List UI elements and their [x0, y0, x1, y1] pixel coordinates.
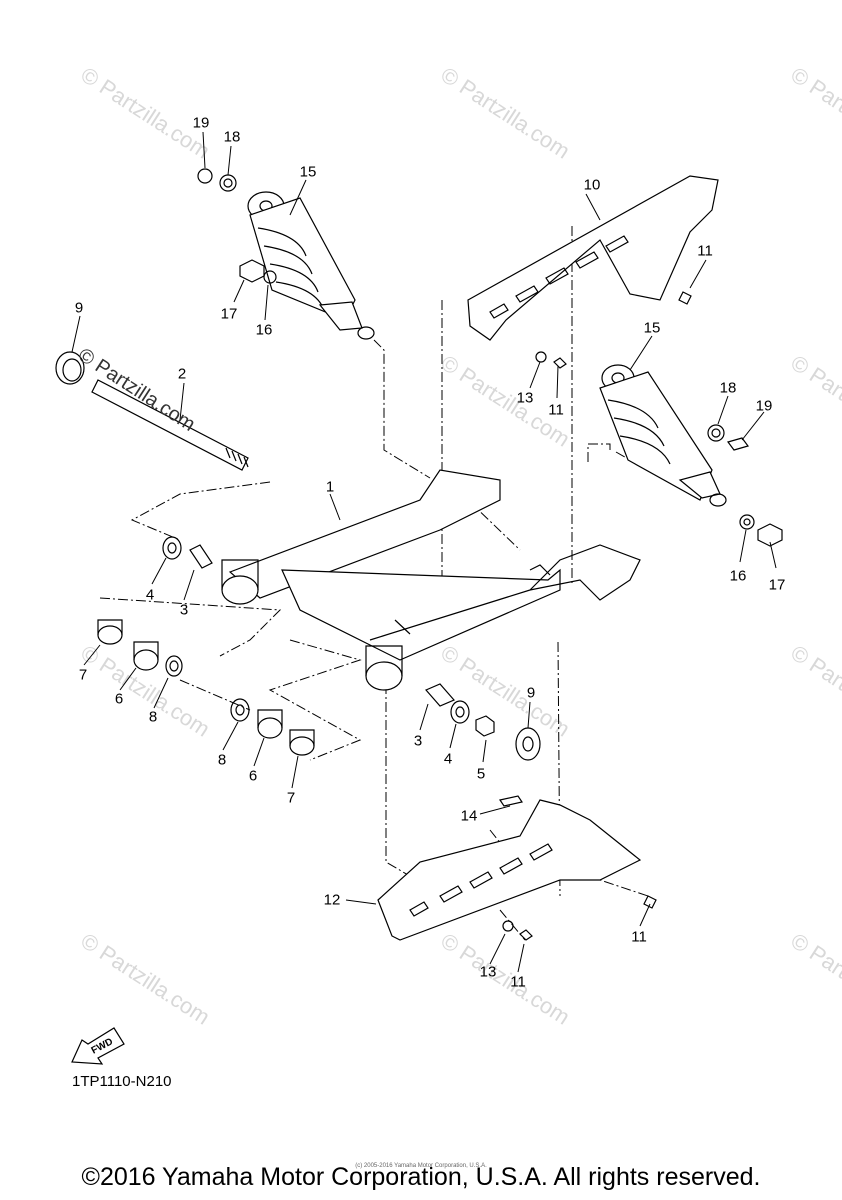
tiny-copyright: (c) 2005-2016 Yamaha Motor Corporation, … — [355, 1163, 487, 1169]
callout-label: 15 — [299, 163, 317, 181]
callout-label: 12 — [323, 891, 341, 909]
leader-lines — [71, 131, 777, 973]
callout-label: 19 — [755, 397, 773, 415]
callout-label: 13 — [479, 963, 497, 981]
fwd-arrow-icon: FWD — [71, 1027, 125, 1065]
callout-label: 4 — [443, 750, 453, 768]
callout-label: 17 — [220, 305, 238, 323]
diagram-code: 1TP1110-N210 — [72, 1073, 172, 1090]
chain-case-lower — [377, 795, 642, 941]
callout-label: 6 — [114, 690, 124, 708]
callout-label: 9 — [74, 299, 84, 317]
callout-label: 10 — [583, 176, 601, 194]
callout-label: 19 — [192, 114, 210, 132]
callout-label: 1 — [325, 478, 335, 496]
callout-label: 16 — [729, 567, 747, 585]
callout-label: 3 — [413, 732, 423, 750]
copyright-footer: ©2016 Yamaha Motor Corporation, U.S.A. A… — [81, 1163, 761, 1191]
callout-label: 5 — [476, 765, 486, 783]
callout-label: 11 — [548, 401, 564, 419]
callout-label: 9 — [526, 684, 536, 702]
callout-label: 11 — [510, 973, 526, 991]
shock-absorber-right — [599, 364, 727, 507]
callout-label: 8 — [217, 751, 227, 769]
callout-label: 7 — [286, 789, 296, 807]
callout-label: 16 — [255, 321, 273, 339]
callout-label: 4 — [145, 586, 155, 604]
callout-label: 6 — [248, 767, 258, 785]
swingarm — [221, 469, 641, 691]
callout-label: 13 — [516, 389, 534, 407]
pivot-shaft — [55, 351, 249, 471]
shock-absorber-left — [247, 191, 375, 340]
callout-label: 2 — [177, 365, 187, 383]
callout-label: 11 — [697, 242, 713, 260]
callout-label: 8 — [148, 708, 158, 726]
chain-case-top — [467, 175, 719, 341]
callout-label: 11 — [631, 928, 647, 946]
callout-label: 15 — [643, 319, 661, 337]
callout-label: 3 — [179, 601, 189, 619]
callout-label: 14 — [460, 807, 478, 825]
callout-label: 7 — [78, 666, 88, 684]
callout-label: 17 — [768, 576, 786, 594]
callout-label: 18 — [719, 379, 737, 397]
callout-label: 18 — [223, 128, 241, 146]
